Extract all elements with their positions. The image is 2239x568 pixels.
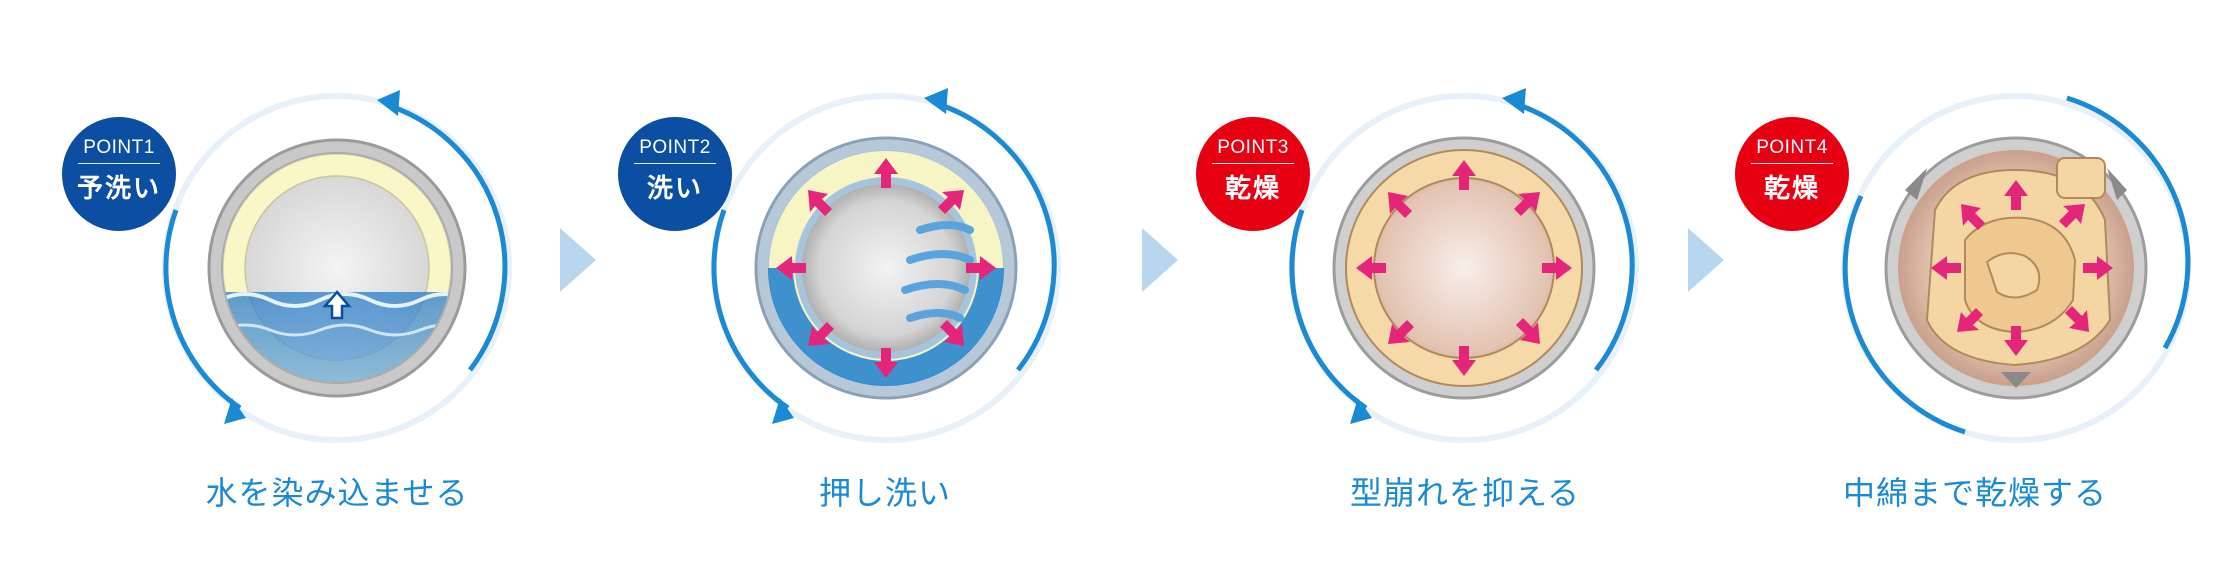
- rotation-arrow-icon: [924, 88, 948, 114]
- point-badge: POINT4 乾燥: [1735, 117, 1849, 231]
- step-caption: 押し洗い: [818, 474, 951, 512]
- step-caption: 中綿まで乾燥する: [1842, 474, 2107, 512]
- push-arrow-icon: [776, 158, 996, 378]
- step-1-illustration: [162, 90, 512, 443]
- push-arrow-icon: [322, 290, 352, 320]
- rotation-arrow-icon: [389, 103, 508, 372]
- step-caption: 水を染み込ませる: [205, 474, 469, 512]
- step-caption: 型崩れを抑える: [1349, 474, 1581, 512]
- point-number: POINT4: [1751, 137, 1833, 164]
- rotation-arrow-icon: [224, 398, 246, 424]
- step-3-illustration: [1289, 88, 1639, 443]
- point-badge: POINT3 乾燥: [1196, 117, 1310, 231]
- rotation-arrow-icon: [937, 101, 1057, 372]
- push-arrow-icon: [1356, 160, 1572, 376]
- step-4: POINT4 乾燥 中綿まで乾燥する: [1665, 0, 2225, 568]
- point-number: POINT2: [634, 137, 716, 164]
- point-label: 乾燥: [1763, 174, 1820, 204]
- point-label: 乾燥: [1224, 174, 1281, 204]
- step-2-illustration: [711, 88, 1061, 443]
- rotation-arrow-icon: [1502, 88, 1526, 114]
- rotation-arrow-icon: [377, 90, 400, 116]
- point-badge: POINT2 洗い: [618, 117, 732, 231]
- point-number: POINT1: [78, 137, 160, 164]
- point-badge: POINT1 予洗い: [62, 117, 176, 231]
- step-1: POINT1 予洗い 水を染み込ませる: [0, 0, 560, 568]
- rotation-arrow-icon: [772, 398, 794, 424]
- rotation-arrow-icon: [1842, 194, 1966, 435]
- rotation-arrow-icon: [2066, 95, 2191, 350]
- chevron-right-icon: [1688, 228, 1724, 292]
- chevron-right-icon: [1142, 228, 1178, 292]
- step-3: POINT3 乾燥 型崩れを抑える: [1120, 0, 1680, 568]
- point-number: POINT3: [1212, 137, 1294, 164]
- rotation-arrow-icon: [1515, 101, 1635, 372]
- push-arrow-icon: [1931, 180, 2113, 356]
- rotation-arrow-icon: [1350, 398, 1372, 424]
- rotation-arrow-icon: [1289, 209, 1368, 411]
- rotation-arrow-icon: [711, 209, 790, 411]
- point-label: 洗い: [646, 174, 703, 204]
- step-2: POINT2 洗い 押し洗い: [560, 0, 1120, 568]
- rotation-arrow-icon: [163, 209, 242, 411]
- chevron-right-icon: [560, 228, 596, 292]
- point-label: 予洗い: [76, 174, 161, 204]
- step-4-illustration: [1841, 93, 2191, 443]
